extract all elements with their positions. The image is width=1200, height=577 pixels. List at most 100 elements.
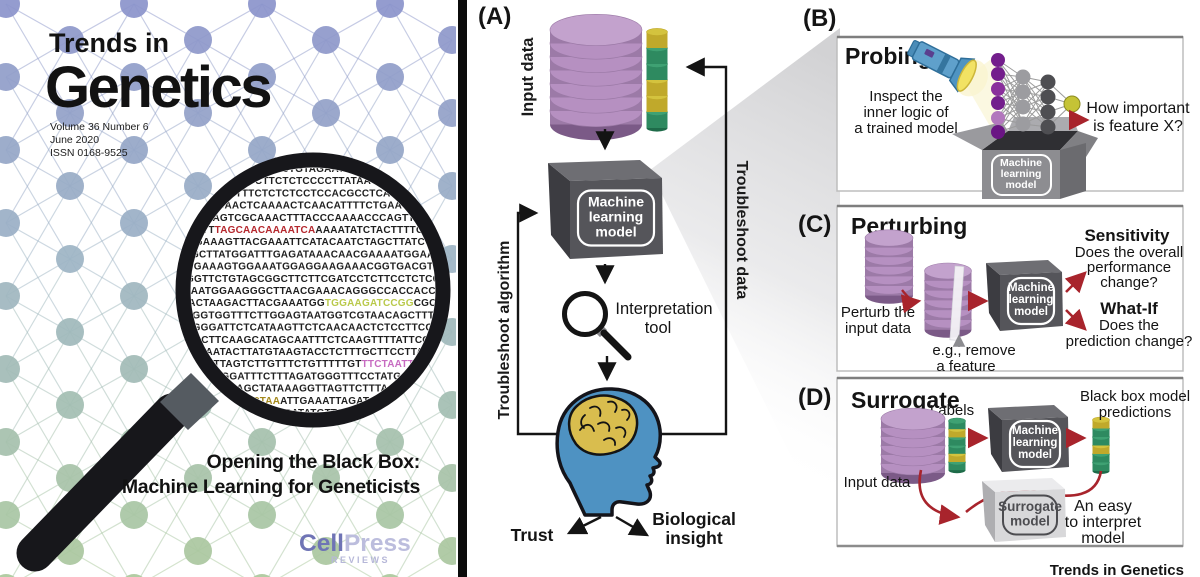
arrow-to-insight (615, 515, 650, 537)
svg-text:TTTGGATTTCTTTAGATGGGTTTCCTATGC: TTTGGATTTCTTTAGATGGGTTTCCTATGCCA (203, 371, 424, 382)
panel-b: (B) Probing Inspect the inner logic of a… (803, 5, 1190, 199)
whatif-title: What-If (1100, 299, 1158, 318)
cover-issn: ISSN 0168-9525 (50, 147, 128, 159)
svg-text:model: model (1014, 306, 1048, 318)
panel-c-label: (C) (798, 211, 831, 238)
input-data-label: Input data (519, 37, 537, 117)
interpretation-label-line1: Interpretation (615, 300, 712, 318)
magnifier-handle (16, 393, 191, 572)
journal-cover: Trends in Genetics Volume 36 Number 6 Ju… (0, 0, 456, 577)
input-data-stack (549, 14, 643, 141)
panel-a-label: (A) (478, 3, 511, 30)
surrogate-labels-stack (948, 417, 966, 474)
panel-b-label: (B) (803, 5, 836, 32)
probing-question-line1: How important (1086, 100, 1190, 117)
troubleshoot-data-loop (654, 57, 728, 436)
cellpress-reviews: REVIEWS (331, 555, 390, 565)
svg-text:CCAATGGAAGGGCTTAACGAAACAGGGCCA: CCAATGGAAGGGCTTAACGAAACAGGGCCACCACCGT (176, 286, 450, 297)
feature-title-line1: Opening the Black Box: (207, 451, 420, 473)
arrow-to-sensitivity (1064, 271, 1087, 294)
panel-d: (D) Surrogate Labels Input data Machinel… (798, 384, 1190, 547)
brain-squiggles (579, 400, 631, 446)
svg-text:CTCAATACTTATGTAAGTACCTCTTTGCTT: CTCAATACTTATGTAAGTACCTCTTTGCTTCCTTATAT (184, 347, 441, 358)
cellpress-press: Press (344, 530, 411, 557)
easy-line3: model (1081, 530, 1125, 547)
predictions-label-line2: predictions (1099, 404, 1172, 421)
vertical-divider-bar (458, 0, 467, 577)
sensitivity-line1: Does the overall (1075, 244, 1183, 261)
svg-text:ACGGTGGTTTCTTGGAGTAATGGTCGTAAC: ACGGTGGTTTCTTGGAGTAATGGTCGTAACAGCTTTGT (178, 310, 449, 321)
svg-text:model: model (1006, 179, 1037, 191)
arrow-input-to-surrogate (918, 469, 961, 525)
easy-line2: to interpret (1065, 514, 1142, 531)
cover-volume: Volume 36 Number 6 (50, 121, 149, 133)
svg-text:CTTCTCTCCCCTTATAA: CTTCTCTCCCCTTATAA (255, 176, 371, 187)
sensitivity-title: Sensitivity (1084, 226, 1170, 245)
trust-label: Trust (511, 525, 554, 545)
whatif-line1: Does the (1099, 317, 1159, 334)
feature-title-line2: Machine Learning for Geneticists (122, 476, 421, 498)
svg-text:learning: learning (1009, 294, 1054, 306)
interpretation-tool-icon (562, 291, 632, 361)
predictions-stack (1092, 416, 1110, 474)
interpretation-label-line2: tool (645, 319, 672, 337)
human-head-icon (555, 387, 662, 517)
perturb-input-stack (864, 229, 914, 304)
input-labels-stack (646, 28, 668, 132)
svg-text:AAGTCGCAAACTTTACCCAAAACCCAGTTT: AAGTCGCAAACTTTACCCAAAACCCAGTTT (205, 213, 421, 224)
svg-text:TGACTAAGACTTACGAAATGGTGGAAGATC: TGACTAAGACTTACGAAATGGTGGAAGATCCGGCGCGA (174, 298, 452, 309)
svg-text:model: model (1018, 449, 1052, 461)
svg-text:GTGGGATTCTCATAAGTTCTCAACAACTCT: GTGGGATTCTCATAAGTTCTCAACAACTCTCCTTCCAC (178, 323, 447, 334)
masthead-line1: Trends in (49, 28, 169, 58)
magnifier-ferrule (160, 373, 219, 430)
svg-text:GAACTCAAAACTCAACATTTTCTGAAC: GAACTCAAAACTCAACATTTTCTGAAC (217, 201, 410, 212)
svg-text:learning: learning (1001, 168, 1042, 180)
svg-text:CGAAAGTTACGAAATTCATACAATCTAGCT: CGAAAGTTACGAAATTCATACAATCTAGCTTATCTC (187, 237, 438, 248)
troubleshoot-data-label: Troubleshoot data (733, 161, 750, 300)
panel-d-label: (D) (798, 384, 831, 411)
probing-desc-line2: inner logic of (863, 104, 949, 121)
flashlight-icon (907, 40, 988, 97)
masthead-line2: Genetics (45, 55, 270, 120)
svg-text:CellPress: CellPress (299, 530, 411, 557)
probing-question-line2: is feature X? (1093, 118, 1183, 135)
probing-desc-line1: Inspect the (869, 88, 942, 105)
probed-neural-network (991, 53, 1081, 139)
insight-label-line2: insight (665, 528, 723, 548)
cellpress-cell: Cell (299, 530, 344, 557)
arrow-to-whatif (1064, 308, 1087, 331)
svg-text:TACTTAGTCTTGTTTCTGTTTTTGTTTCTA: TACTTAGTCTTGTTTCTGTTTTTGTTTCTAATTTTT (193, 359, 433, 370)
svg-text:learning: learning (1013, 437, 1058, 449)
svg-text:Machine: Machine (1008, 282, 1054, 294)
troubleshoot-algorithm-label: Troubleshoot algorithm (496, 241, 513, 420)
troubleshoot-algorithm-loop (516, 203, 558, 436)
sensitivity-line3: change? (1100, 274, 1158, 291)
svg-text:TTTTGGTCATATGTTAAGAGAA: TTTTGGTCATATGTTAAGAGAA (236, 408, 389, 419)
example-label-line2: a feature (936, 358, 995, 375)
svg-text:TGGTTCTGTAGCGGCTTCTTCGATCCTCTT: TGGTTCTGTAGCGGCTTCTTCGATCCTCTTCCTCTCCT (180, 274, 447, 285)
svg-text:model: model (595, 224, 636, 240)
zoom-wedge (650, 28, 840, 556)
perturb-label-line2: input data (845, 320, 912, 337)
probing-desc-line3: a trained model (854, 120, 957, 137)
panel-c: (C) Perturbing Perturb the input data e.… (798, 211, 1192, 375)
svg-text:TTTTAGCAACAAAATCAAAAATATCTACTT: TTTTAGCAACAAAATCAAAAATATCTACTTTTGT (196, 225, 431, 236)
svg-text:CTGAAAGTGGAAATGGAGGAAGAAACGGTG: CTGAAAGTGGAAATGGAGGAAGAAACGGTGACGTTT (180, 262, 446, 273)
svg-text:model: model (1010, 514, 1050, 529)
svg-text:CTTCAGCTATAAAGGTTAGTTCTTTAAGCT: CTTCAGCTATAAAGGTTAGTTCTTTAAGCT (209, 384, 417, 395)
surrogate-input-stack (880, 407, 946, 484)
whatif-line2: prediction change? (1066, 333, 1193, 350)
arrow-to-trust (566, 515, 602, 535)
svg-text:Machine: Machine (1012, 425, 1058, 437)
svg-text:learning: learning (589, 209, 643, 225)
perturbed-stack (924, 262, 972, 341)
svg-text:AGCTTATGGATTTGAGATAAACAACGAAAA: AGCTTATGGATTTGAGATAAACAACGAAAATGGAAG (184, 249, 443, 260)
journal-brand-footer: Trends in Genetics (1050, 562, 1184, 577)
svg-text:CTGTAGAAT: CTGTAGAAT (281, 164, 344, 175)
example-label-line1: e.g., remove (932, 342, 1015, 359)
d-input-data-label: Input data (844, 474, 911, 491)
